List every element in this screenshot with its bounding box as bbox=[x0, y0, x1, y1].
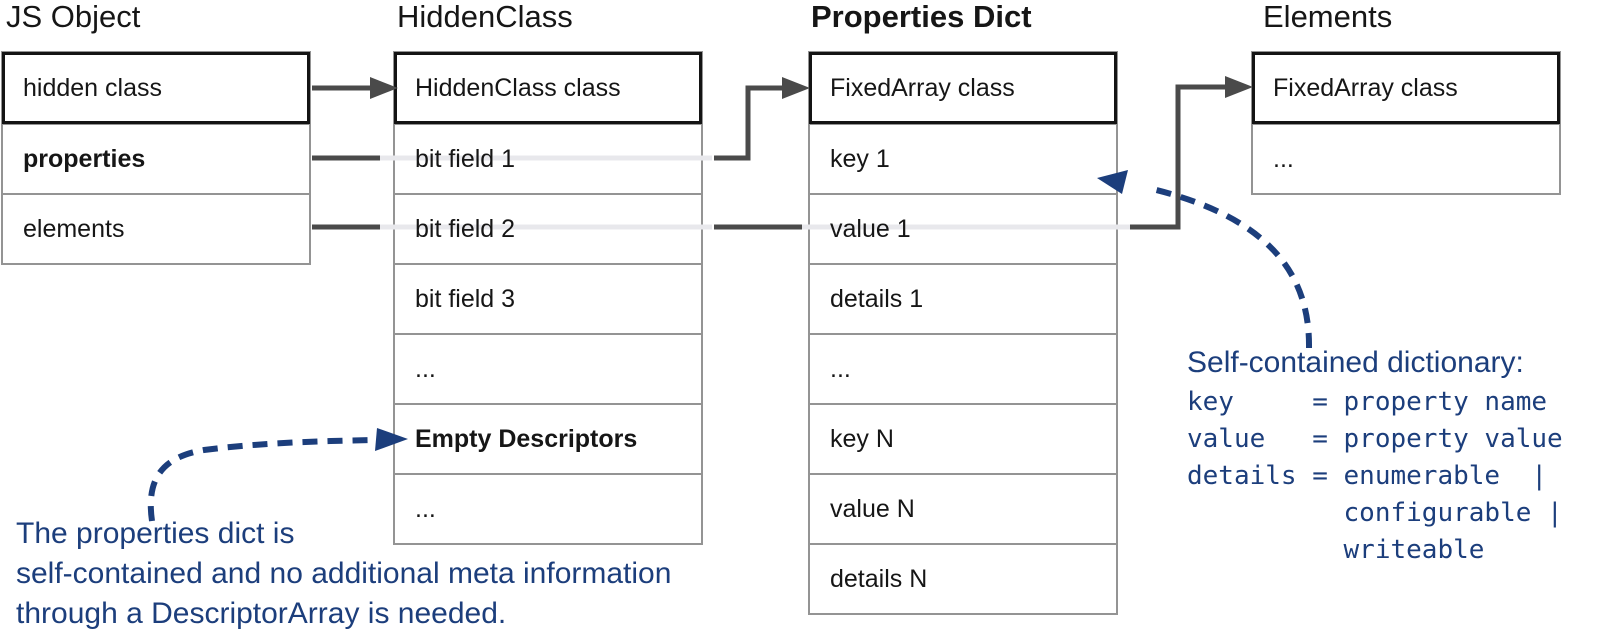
descriptor-note: The properties dict is self-contained an… bbox=[16, 514, 671, 634]
descriptor-note-line: through a DescriptorArray is needed. bbox=[16, 597, 507, 630]
hidden-class-box: HiddenClass class bit field 1 bit field … bbox=[393, 51, 703, 545]
row-details-n: details N bbox=[810, 543, 1116, 613]
arrowhead-icon bbox=[782, 77, 810, 99]
properties-dict-box: FixedArray class key 1 value 1 details 1… bbox=[808, 51, 1118, 615]
row-bit-field-1: bit field 1 bbox=[395, 123, 701, 193]
row-empty-descriptors: Empty Descriptors bbox=[395, 403, 701, 473]
row-hidden-class: hidden class bbox=[2, 52, 310, 124]
row-details-1: details 1 bbox=[810, 263, 1116, 333]
dictionary-note-title: Self-contained dictionary: bbox=[1187, 346, 1524, 379]
arrowhead-icon bbox=[1225, 76, 1253, 98]
descriptor-note-dashed-arrow bbox=[147, 428, 408, 522]
js-object-title: JS Object bbox=[6, 0, 141, 34]
descriptor-note-line: The properties dict is bbox=[16, 517, 295, 550]
row-ellipsis: ... bbox=[1253, 123, 1559, 193]
descriptor-note-line: self-contained and no additional meta in… bbox=[16, 557, 672, 590]
row-fixedarray-class: FixedArray class bbox=[1252, 52, 1560, 124]
row-key-n: key N bbox=[810, 403, 1116, 473]
row-value-n: value N bbox=[810, 473, 1116, 543]
dictionary-note-dashed-arrow bbox=[1097, 170, 1313, 349]
row-ellipsis: ... bbox=[810, 333, 1116, 403]
row-fixedarray-class: FixedArray class bbox=[809, 52, 1117, 124]
row-hiddenclass-class: HiddenClass class bbox=[394, 52, 702, 124]
row-ellipsis: ... bbox=[395, 333, 701, 403]
row-elements: elements bbox=[3, 193, 309, 263]
row-bit-field-3: bit field 3 bbox=[395, 263, 701, 333]
hidden-class-title: HiddenClass bbox=[397, 0, 573, 34]
elements-title: Elements bbox=[1263, 0, 1393, 34]
elements-box: FixedArray class ... bbox=[1251, 51, 1561, 195]
row-ellipsis: ... bbox=[395, 473, 701, 543]
hidden-class-pointer-arrow bbox=[312, 77, 398, 99]
row-value-1: value 1 bbox=[810, 193, 1116, 263]
row-bit-field-2: bit field 2 bbox=[395, 193, 701, 263]
row-properties: properties bbox=[3, 123, 309, 193]
js-object-box: hidden class properties elements bbox=[1, 51, 311, 265]
dictionary-note-code: key = property name value = property val… bbox=[1187, 387, 1563, 565]
properties-dict-title: Properties Dict bbox=[811, 0, 1032, 34]
row-key-1: key 1 bbox=[810, 123, 1116, 193]
